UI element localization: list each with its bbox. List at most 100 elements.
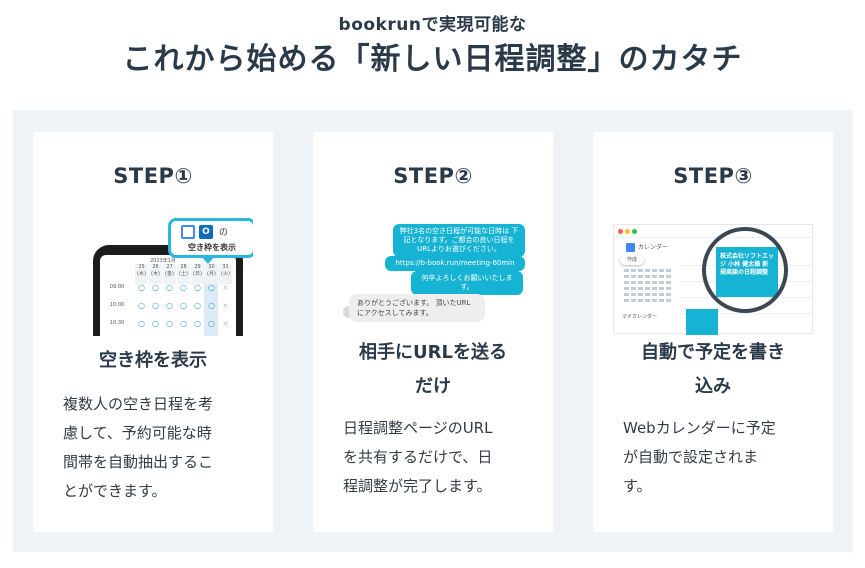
mini-calendar-day (652, 293, 657, 296)
heading-line: 自動で予定を書き (641, 342, 785, 363)
phone-screen: 2023年1月 25 26 27 28 29 30 31 (水) (木) (金)… (100, 255, 236, 336)
page-title: これから始める「新しい日程調整」のカタチ (122, 42, 743, 77)
available-slot-icon: ○ (180, 301, 187, 310)
weekday-label: (日) (191, 271, 204, 284)
available-slot-icon: ○ (208, 319, 215, 328)
weekday-label: (火) (219, 271, 232, 284)
mini-calendar-day (666, 287, 671, 290)
divider (614, 237, 812, 238)
mini-calendar-day (638, 281, 643, 284)
mini-calendar-day (631, 293, 636, 296)
available-slot-icon: ○ (194, 319, 201, 328)
chat-message-reply: ありがとうございます。 頂いたURLにアクセスしてみます。 (349, 294, 485, 322)
mini-calendar-day (624, 269, 629, 272)
time-label: 10:30 (109, 320, 125, 326)
calendar-event-small (686, 309, 718, 335)
step-heading: 自動で予定を書き 込み (593, 336, 833, 404)
mini-calendar-day (666, 293, 671, 296)
available-slot-icon: ○ (152, 283, 159, 292)
time-label: 10:00 (109, 302, 125, 308)
chat-message-url: https://b-book.run/meeting-60min (385, 256, 525, 271)
unavailable-slot-icon: × (222, 301, 229, 310)
available-slot-icon: ○ (138, 301, 145, 310)
mini-calendar-day (652, 275, 657, 278)
unavailable-slot-icon: × (177, 335, 190, 336)
step-description: Webカレンダーに予定 が自動で設定されま す。 (623, 414, 803, 501)
mini-calendar-day (638, 287, 643, 290)
grid-line (680, 313, 812, 314)
window-zoom-dot (632, 229, 637, 234)
page-subtitle: bookrunで実現可能な (338, 15, 527, 35)
step-label: STEP③ (673, 164, 753, 188)
description-line: 慮して、予約可能な時 (63, 424, 212, 442)
description-line: 程調整が完了します。 (343, 477, 492, 495)
step-card-3: STEP③ カレンダー 作成 マイカレンダー 株式会社ソフトエッジ 小林 健太様… (593, 132, 833, 532)
mini-calendar-day (631, 269, 636, 272)
unavailable-slot-icon: × (222, 319, 229, 328)
description-line: Webカレンダーに予定 (623, 419, 776, 437)
available-slot-icon: ○ (152, 301, 159, 310)
mini-calendar-day (659, 269, 664, 272)
unavailable-slot-icon: × (222, 283, 229, 292)
step-label: STEP① (113, 164, 193, 188)
available-slot-icon: ○ (166, 283, 173, 292)
mini-calendar-day (638, 293, 643, 296)
time-label: 09:00 (109, 284, 125, 290)
calendar-title: 2023年1月 (150, 258, 176, 264)
available-slot-icon: ○ (135, 335, 148, 336)
available-slot-icon: ○ (208, 301, 215, 310)
unavailable-slot-icon: × (219, 335, 232, 336)
description-line: を共有するだけで、日 (343, 448, 493, 466)
mini-calendar-day (652, 269, 657, 272)
mini-calendar-day (631, 281, 636, 284)
mini-calendar-day (659, 287, 664, 290)
available-slot-icon: ○ (205, 335, 218, 336)
available-slot-icon: ○ (208, 283, 215, 292)
time-label: 11:00 (104, 335, 130, 336)
mini-calendar-day (659, 275, 664, 278)
available-slot-icon: ○ (194, 301, 201, 310)
google-calendar-window: カレンダー 作成 マイカレンダー 株式会社ソフトエッジ 小林 健太様 新規商談の… (613, 224, 813, 335)
available-slot-icon: ○ (180, 283, 187, 292)
app-name: カレンダー (638, 244, 669, 251)
outlook-icon: O (199, 225, 213, 239)
available-slot-icon: ○ (152, 319, 159, 328)
mini-calendar-day (645, 293, 650, 296)
mini-calendar-day (666, 299, 671, 302)
step-heading: 相手にURLを送る だけ (313, 336, 553, 404)
mini-calendar-day (638, 299, 643, 302)
heading-line: 空き枠を表示 (99, 350, 207, 371)
mini-calendar-day (631, 287, 636, 290)
available-slot-icon: ○ (166, 319, 173, 328)
weekday-label: (木) (149, 271, 162, 284)
mini-calendar-day (659, 299, 664, 302)
available-slot-icon: ○ (138, 283, 145, 292)
step-heading: 空き枠を表示 (33, 344, 273, 378)
available-slot-icon: ○ (180, 319, 187, 328)
description-line: 間帯を自動抽出するこ (63, 453, 214, 471)
mini-calendar-day (631, 275, 636, 278)
mini-calendar-day (652, 299, 657, 302)
available-slot-icon: ○ (194, 283, 201, 292)
available-slot-icon: ○ (138, 319, 145, 328)
calendar-weekday-row: (水) (木) (金) (土) (日) (月) (火) (100, 271, 236, 285)
calendar-bubble: O の 空き枠を表示 (168, 218, 253, 258)
google-calendar-icon (181, 225, 195, 239)
highlight-ring (702, 227, 788, 313)
step-label: STEP② (393, 164, 473, 188)
mini-calendar-day (652, 287, 657, 290)
window-minimize-dot (625, 229, 630, 234)
calendar-app-icon (626, 243, 635, 252)
step-card-2: STEP② 弊社3名の空き日程が可能な日時は 下記となります。ご都合の良い日程を… (313, 132, 553, 532)
mini-calendar-day (659, 281, 664, 284)
chat-message-bot: 弊社3名の空き日程が可能な日時は 下記となります。ご都合の良い日程を URLより… (393, 224, 525, 257)
create-button: 作成 (620, 255, 644, 265)
description-line: 日程調整ページのURL (343, 419, 493, 437)
mini-calendar-day (624, 293, 629, 296)
availability-illustration: 2023年1月 25 26 27 28 29 30 31 (水) (木) (金)… (53, 218, 253, 336)
mini-calendar-day (624, 281, 629, 284)
bubble-label: 空き枠を表示 (188, 243, 236, 252)
mini-calendar-day (645, 287, 650, 290)
my-calendar-label: マイカレンダー (622, 314, 658, 320)
available-slot-icon: ○ (149, 335, 162, 336)
